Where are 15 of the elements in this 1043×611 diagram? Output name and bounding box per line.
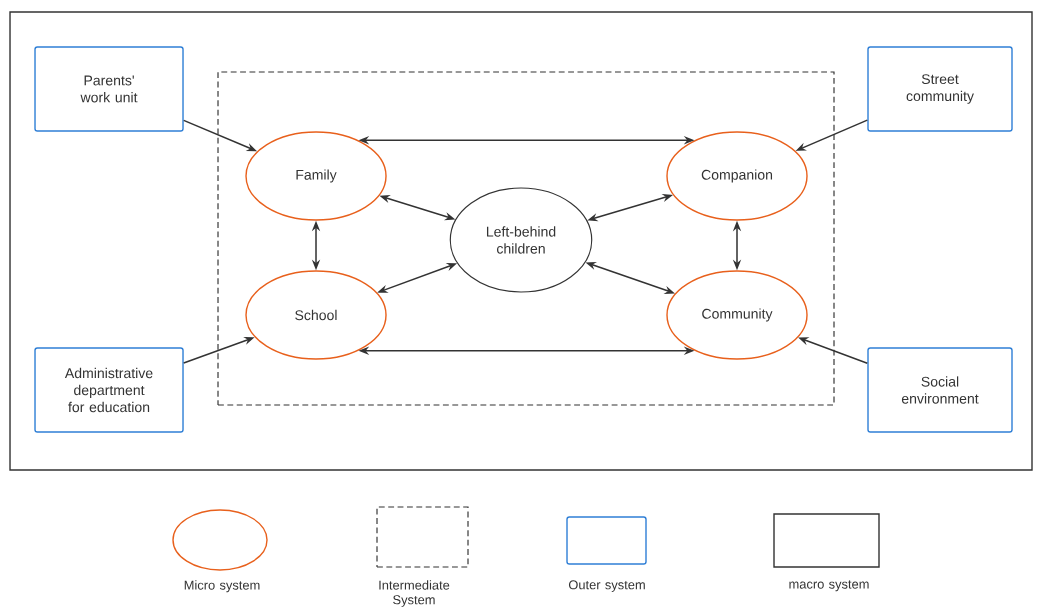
legend-label: Micro system <box>184 580 260 593</box>
outer-box: Administrative department for education <box>34 347 184 433</box>
ellipse-node: Companion <box>666 131 808 221</box>
ellipse-node: Family <box>245 131 387 221</box>
legend-label: Intermediate System <box>379 580 450 607</box>
outer-box: Parents' work unit <box>34 46 184 132</box>
ellipse-node: Community <box>666 270 808 360</box>
outer-box: Street community <box>867 46 1013 132</box>
ellipse-node: Left-behind children <box>449 187 593 293</box>
legend-label: macro system <box>789 580 869 592</box>
system-frame <box>9 11 1033 471</box>
legend-label: Outer system <box>568 580 645 592</box>
dashed-frame <box>217 71 835 406</box>
ellipse-node: School <box>245 270 387 360</box>
outer-box: Social environment <box>867 347 1013 433</box>
